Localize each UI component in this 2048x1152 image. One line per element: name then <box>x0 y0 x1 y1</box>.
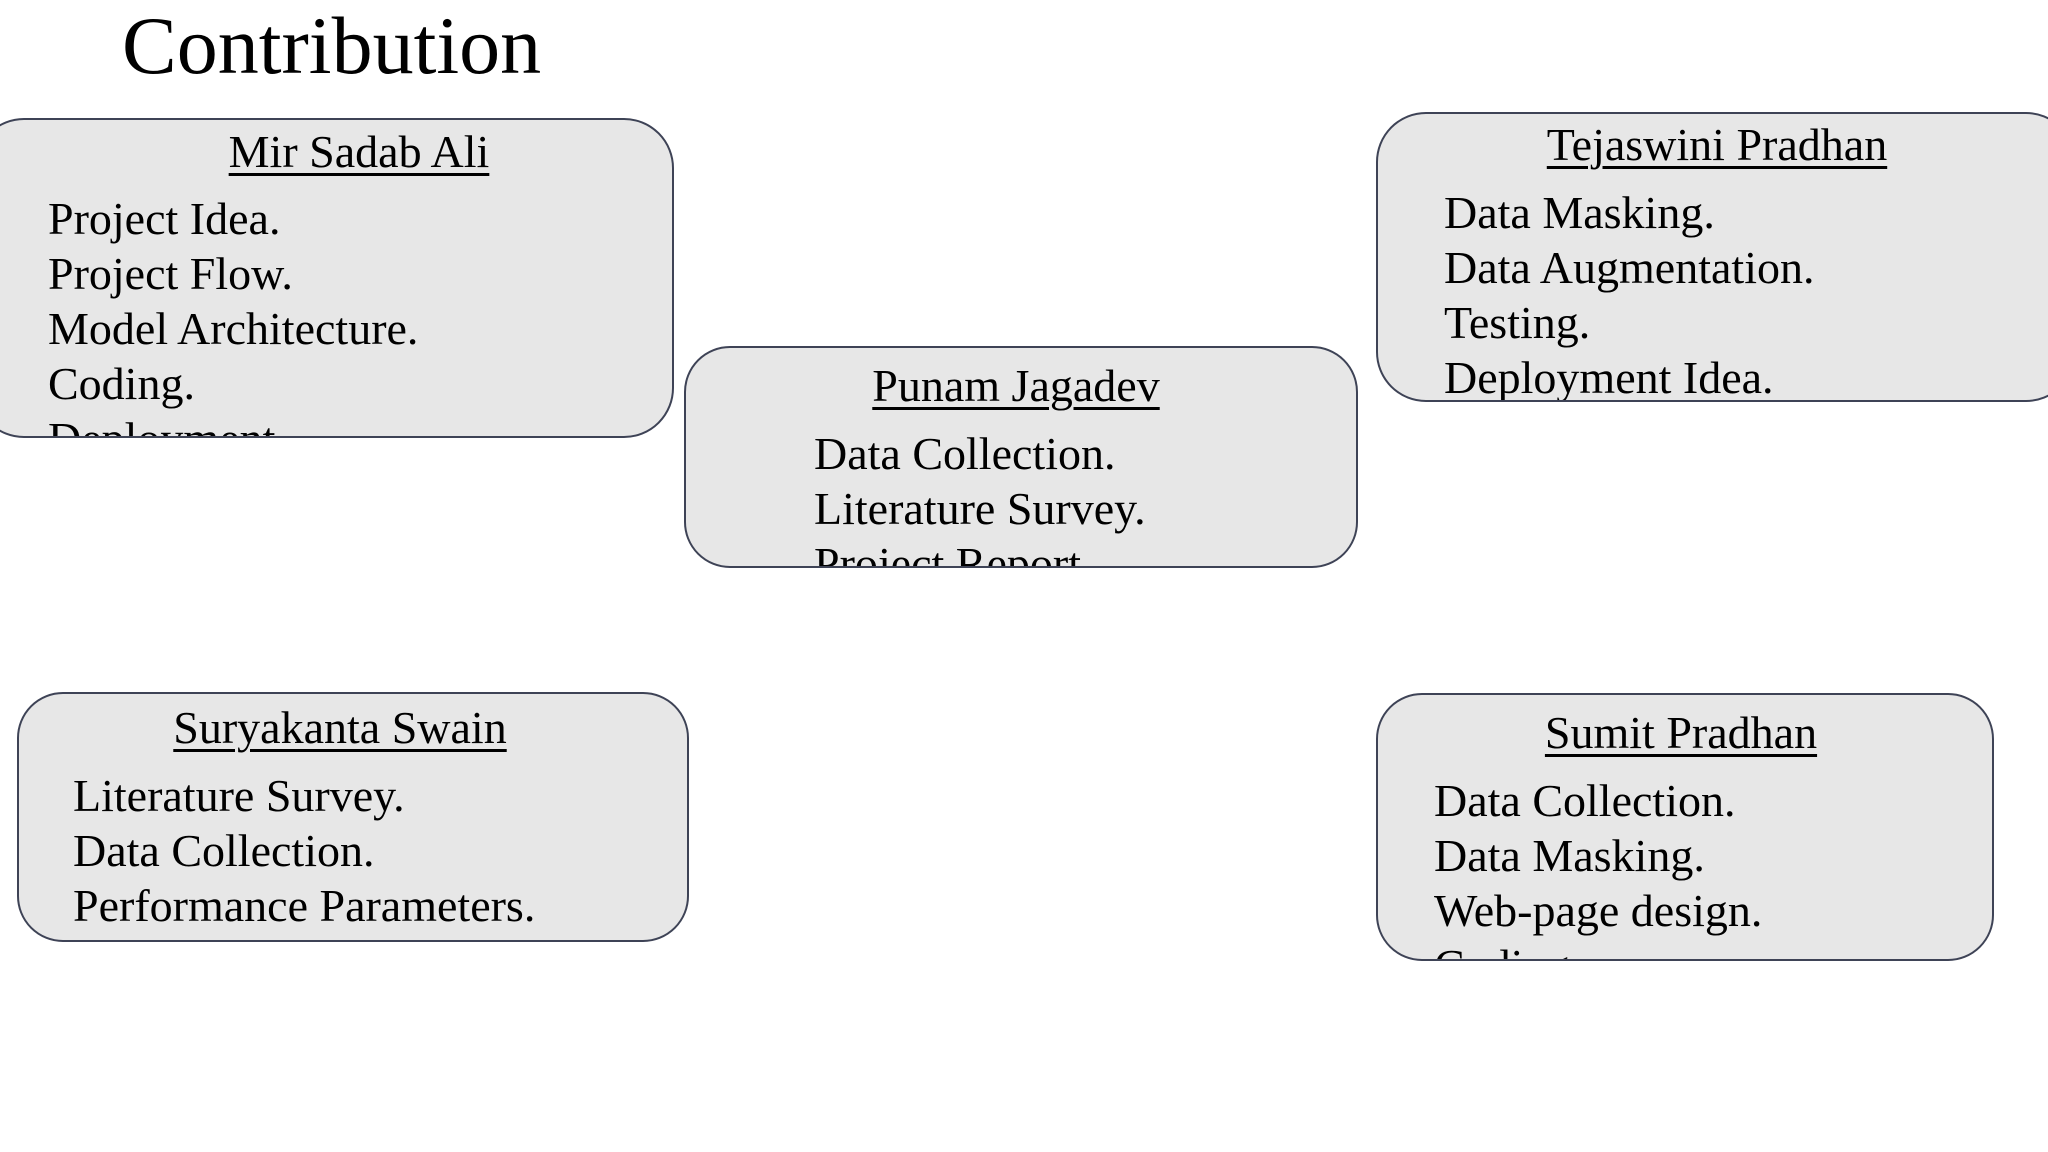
card-contribution-list: Literature Survey. Data Collection. Perf… <box>19 758 687 940</box>
list-item: Testing. <box>1444 297 1591 348</box>
card-heading: Suryakanta Swain <box>19 694 687 758</box>
card-contribution-list: Data Collection. Data Masking. Web-page … <box>1378 763 1992 959</box>
list-item: Data Collection. <box>1434 775 1736 826</box>
list-item: Project Report. <box>814 538 1093 568</box>
contribution-card-suryakanta-swain[interactable]: Suryakanta Swain Literature Survey. Data… <box>17 692 689 942</box>
list-item: Coding. <box>48 358 195 409</box>
card-contribution-list: Data Collection. Literature Survey. Proj… <box>686 416 1356 568</box>
list-item: Testing. <box>73 933 687 940</box>
list-item: Project Flow. <box>48 248 293 299</box>
card-heading: Punam Jagadev <box>686 348 1356 416</box>
list-item: Data Augmentation. <box>1444 242 1815 293</box>
list-item: Model Architecture. <box>48 303 419 354</box>
card-heading-text: Sumit Pradhan <box>1544 707 1818 758</box>
list-item: Literature Survey. <box>73 770 405 821</box>
card-contribution-list: Project Idea. Project Flow. Model Archit… <box>0 182 672 436</box>
contribution-card-sumit-pradhan[interactable]: Sumit Pradhan Data Collection. Data Mask… <box>1376 693 1994 961</box>
card-heading: Tejaswini Pradhan <box>1378 114 2048 175</box>
page-title: Contribution <box>122 0 542 91</box>
list-item: Data Collection. <box>814 428 1116 479</box>
list-item: Data Masking. <box>1434 830 1705 881</box>
list-item: Deployment. <box>48 411 672 436</box>
list-item: Literature Survey. <box>814 483 1146 534</box>
card-heading-text: Tejaswini Pradhan <box>1546 119 1888 170</box>
list-item: Performance Parameters. <box>73 880 536 931</box>
contribution-card-tejaswini-pradhan[interactable]: Tejaswini Pradhan Data Masking. Data Aug… <box>1376 112 2048 402</box>
card-heading-text: Punam Jagadev <box>872 360 1160 411</box>
card-heading-text: Mir Sadab Ali <box>228 126 490 177</box>
list-item: Data Masking. <box>1444 187 1715 238</box>
card-heading: Mir Sadab Ali <box>0 120 672 182</box>
list-item: Web-page design. <box>1434 885 1763 936</box>
list-item: Project Idea. <box>48 193 281 244</box>
list-item: Deployment Idea. <box>1444 352 1774 402</box>
list-item: Coding. <box>1434 938 1992 959</box>
card-heading-text: Suryakanta Swain <box>173 702 507 753</box>
contribution-card-mir-sadab-ali[interactable]: Mir Sadab Ali Project Idea. Project Flow… <box>0 118 674 438</box>
list-item: Data Collection. <box>73 825 375 876</box>
card-contribution-list: Data Masking. Data Augmentation. Testing… <box>1378 175 2048 402</box>
card-heading: Sumit Pradhan <box>1378 695 1992 763</box>
contribution-card-punam-jagadev[interactable]: Punam Jagadev Data Collection. Literatur… <box>684 346 1358 568</box>
